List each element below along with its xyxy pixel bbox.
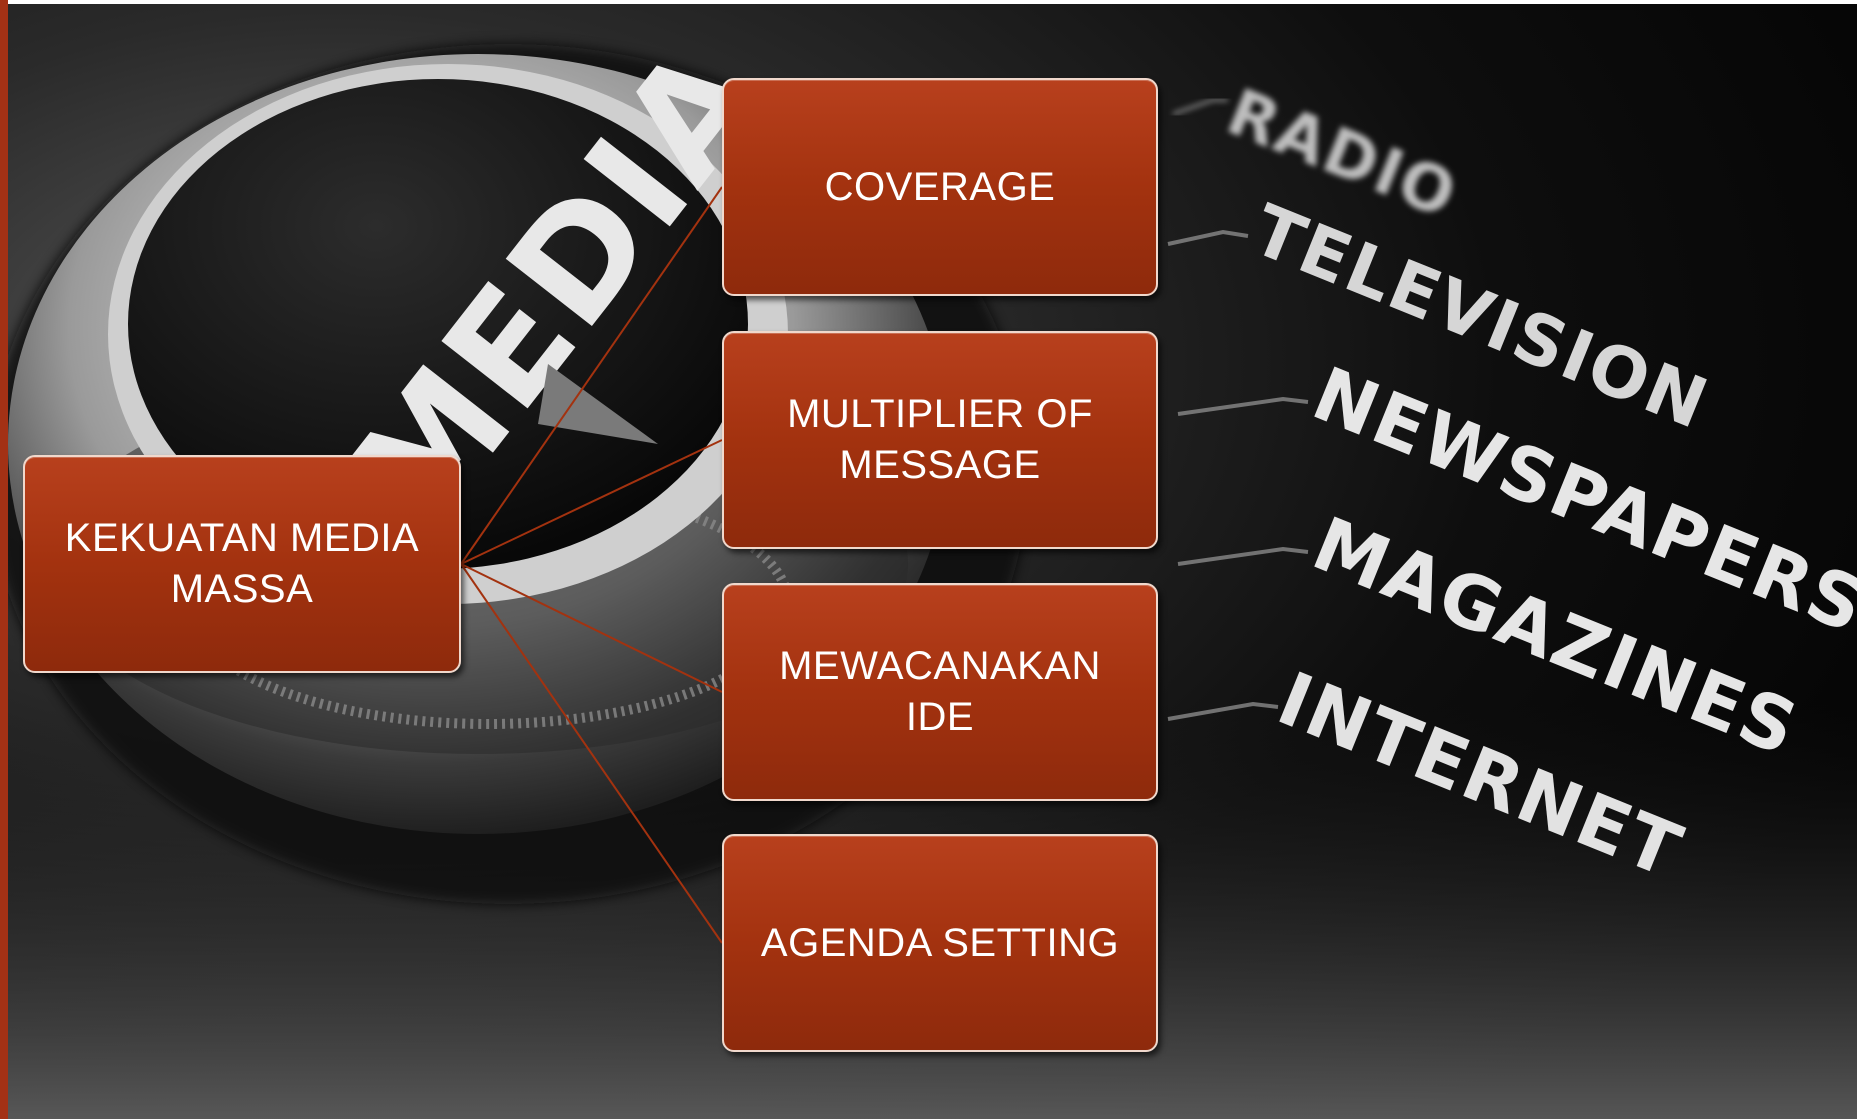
left-accent-bar xyxy=(0,0,8,1119)
menu-leader-lines xyxy=(1167,98,1309,721)
child-node-mewacanakan-ide: MEWACANAKAN IDE xyxy=(722,583,1158,801)
child-node-multiplier-of-message: MULTIPLIER OF MESSAGE xyxy=(722,331,1158,549)
root-node-kekuatan-media-massa: KEKUATAN MEDIA MASSA xyxy=(23,455,461,673)
child-node-coverage: COVERAGE xyxy=(722,78,1158,296)
child-node-agenda-setting: AGENDA SETTING xyxy=(722,834,1158,1052)
